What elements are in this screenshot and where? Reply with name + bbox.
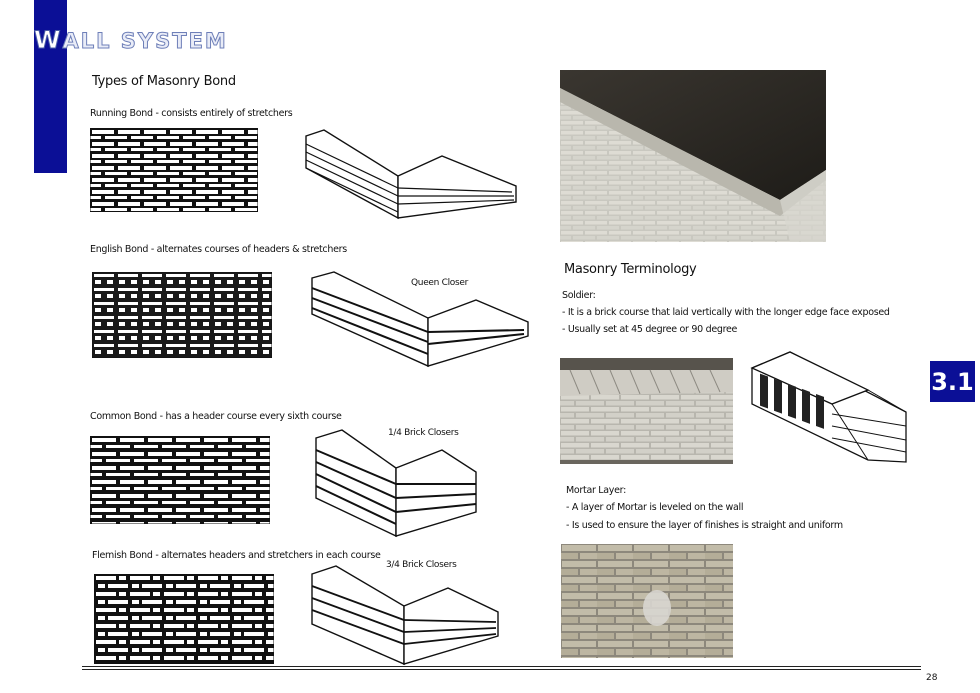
flemish-bond-caption: Flemish Bond - alternates headers and st… <box>92 550 381 561</box>
english-bond-corner-drawing <box>311 271 529 368</box>
common-bond-elevation-drawing <box>90 436 270 524</box>
soldier-title: Soldier: <box>562 290 596 301</box>
soldier-course-ceiling-photo <box>560 70 826 242</box>
mortar-layer-photo <box>561 544 733 658</box>
header-accent-bar <box>34 0 67 173</box>
flemish-bond-elevation-drawing <box>94 574 274 664</box>
page-number: 28 <box>926 673 938 683</box>
soldier-line-2: - Usually set at 45 degree or 90 degree <box>562 324 738 335</box>
queen-closer-label: Queen Closer <box>411 278 469 288</box>
bond-types-heading: Types of Masonry Bond <box>92 74 236 89</box>
mortar-line-2: - Is used to ensure the layer of finishe… <box>566 520 843 531</box>
flemish-bond-corner-drawing <box>311 565 499 666</box>
mortar-title: Mortar Layer: <box>566 485 627 496</box>
masonry-terminology-heading: Masonry Terminology <box>564 262 697 277</box>
common-bond-corner-drawing <box>315 429 477 538</box>
mortar-line-1: - A layer of Mortar is leveled on the wa… <box>566 502 744 513</box>
three-quarter-brick-closers-label: 3/4 Brick Closers <box>386 560 457 570</box>
english-bond-caption: English Bond - alternates courses of hea… <box>90 244 347 255</box>
common-bond-caption: Common Bond - has a header course every … <box>90 411 342 422</box>
soldier-course-wall-photo <box>560 358 733 464</box>
page-title-rest: ALL SYSTEM <box>62 29 228 54</box>
page-title-initial: W <box>33 26 63 55</box>
running-bond-corner-drawing <box>305 129 517 220</box>
soldier-line-1: - It is a brick course that laid vertica… <box>562 307 890 318</box>
soldier-course-isometric-drawing <box>750 351 907 463</box>
footer-rule-top <box>82 666 921 667</box>
footer-rule-bottom <box>82 669 921 670</box>
section-number-badge: 3.1 <box>930 361 975 402</box>
quarter-brick-closers-label: 1/4 Brick Closers <box>388 428 459 438</box>
running-bond-caption: Running Bond - consists entirely of stre… <box>90 108 293 119</box>
page-title: WALL SYSTEM <box>33 26 228 55</box>
english-bond-elevation-drawing <box>92 272 272 358</box>
running-bond-elevation-drawing <box>90 128 258 212</box>
